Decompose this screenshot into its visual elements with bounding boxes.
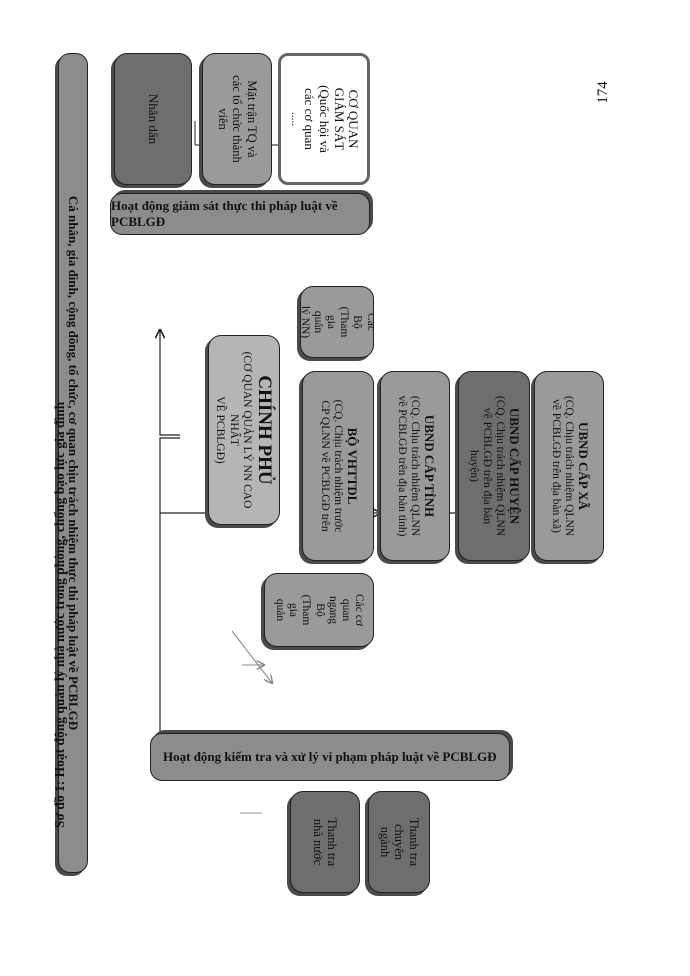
commune-line2: (CQ. Chịu trách nhiệm QLNN: [562, 395, 575, 537]
specialized-line2: chuyên: [392, 823, 407, 861]
supervisory-line1: CƠ QUAN: [346, 89, 362, 149]
ministries-line3: (Tham: [338, 306, 351, 338]
state-inspection-line1: Thanh tra: [325, 817, 340, 867]
bvhttdl-line2: (CQ. Chịu trách nhiệm trước: [331, 399, 344, 533]
agencies-line3: ngang: [326, 595, 339, 625]
supervisory-agency-box: CƠ QUAN GIÁM SÁT (Quốc hội và các cơ qua…: [278, 53, 370, 185]
district-line2: (CQ. Chịu trách nhiệm QLNN: [494, 395, 507, 537]
government-title: CHÍNH PHỦ: [253, 375, 275, 485]
province-committee-box: UBND CẤP TỈNH (CQ. Chịu trách nhiệm QLNN…: [380, 371, 450, 561]
specialized-line1: Thanh tra: [406, 817, 421, 867]
fatherland-front-box: Mặt trận TQ và các tổ chức thành viên: [202, 53, 272, 185]
ministry-culture-box: BỘ VHTTDL (CQ. Chịu trách nhiệm trước CP…: [302, 371, 374, 561]
province-line2: (CQ. Chịu trách nhiệm QLNN: [408, 395, 421, 537]
state-inspection-box: Thanh tra nhà nước: [290, 791, 360, 893]
ministries-line1: Các: [364, 313, 374, 331]
ministries-line5: quản: [311, 310, 324, 334]
specialized-line3: ngành: [377, 826, 392, 858]
agencies-line6: gia: [287, 602, 300, 618]
front-line2: các tổ chức thành: [230, 75, 245, 163]
supervision-bar: Hoạt động giám sát thực thi pháp luật về…: [110, 193, 370, 235]
agencies-line4: Bộ: [313, 603, 326, 617]
commune-committee-box: UBND CẤP XÃ (CQ. Chịu trách nhiệm QLNN v…: [534, 371, 604, 561]
people-box: Nhân dân: [114, 53, 192, 185]
district-line4: huyện): [467, 450, 480, 482]
supervisory-line5: .....: [288, 111, 301, 127]
ministries-line4: gia: [325, 314, 337, 330]
front-line3: viên: [215, 108, 230, 130]
government-sub1: (CƠ QUAN QUẢN LÝ NN CAO NHẤT: [227, 351, 253, 509]
agencies-line1: Các cơ: [353, 594, 366, 626]
bvhttdl-title: BỘ VHTTDL: [344, 427, 360, 505]
inspection-bar: Hoạt động kiểm tra và xử lý vi phạm pháp…: [150, 733, 510, 781]
ministries-line2: Bộ: [351, 315, 364, 329]
state-inspection-line2: nhà nước: [311, 818, 325, 866]
agencies-line2: quan: [340, 598, 353, 622]
ministries-line6: lý NN): [300, 305, 311, 339]
commune-title: UBND CẤP XÃ: [575, 421, 591, 511]
government-box: CHÍNH PHỦ (CƠ QUAN QUẢN LÝ NN CAO NHẤT V…: [208, 335, 280, 525]
supervisory-line2: GIÁM SÁT: [331, 87, 347, 151]
agencies-line7: quản: [273, 598, 286, 622]
bvhttdl-line3: CP QLNN về PCBLGĐ trên: [318, 400, 331, 532]
ministries-box: Các Bộ (Tham gia quản lý NN): [300, 286, 374, 358]
people-label: Nhân dân: [146, 93, 162, 145]
supervisory-line3: (Quốc hội và: [316, 85, 332, 153]
diagram-caption: Sơ đồ 1: Hoạt động quản lý nhà nước tron…: [52, 401, 67, 828]
gov-to-agencies-line: [160, 437, 180, 763]
rotated-diagram: CƠ QUAN GIÁM SÁT (Quốc hội và các cơ qua…: [30, 43, 660, 933]
ministerial-agencies-box: Các cơ quan ngang Bộ (Tham gia quản: [264, 573, 374, 647]
agencies-line5: (Tham: [300, 594, 313, 626]
page-number: 174: [594, 81, 611, 104]
specialized-inspection-box: Thanh tra chuyên ngành: [368, 791, 430, 893]
supervision-bar-label: Hoạt động giám sát thực thi pháp luật về…: [111, 198, 338, 229]
supervisory-line4: các cơ quan: [301, 88, 317, 150]
district-committee-box: UBND CẤP HUYỆN (CQ. Chịu trách nhiệm QLN…: [458, 371, 530, 561]
district-title: UBND CẤP HUYỆN: [507, 407, 523, 525]
province-line3: về PCBLGĐ trên địa bàn tỉnh): [395, 395, 408, 537]
province-title: UBND CẤP TỈNH: [421, 414, 437, 518]
inspection-bar-label: Hoạt động kiểm tra và xử lý vi phạm pháp…: [163, 749, 497, 764]
government-sub2: VỀ PCBLGĐ): [214, 396, 227, 464]
front-line1: Mặt trận TQ và: [244, 80, 259, 158]
commune-line3: về PCBLGĐ trên địa bàn xã): [549, 399, 562, 533]
district-line3: về PCBLGĐ trên địa bàn: [481, 407, 494, 525]
